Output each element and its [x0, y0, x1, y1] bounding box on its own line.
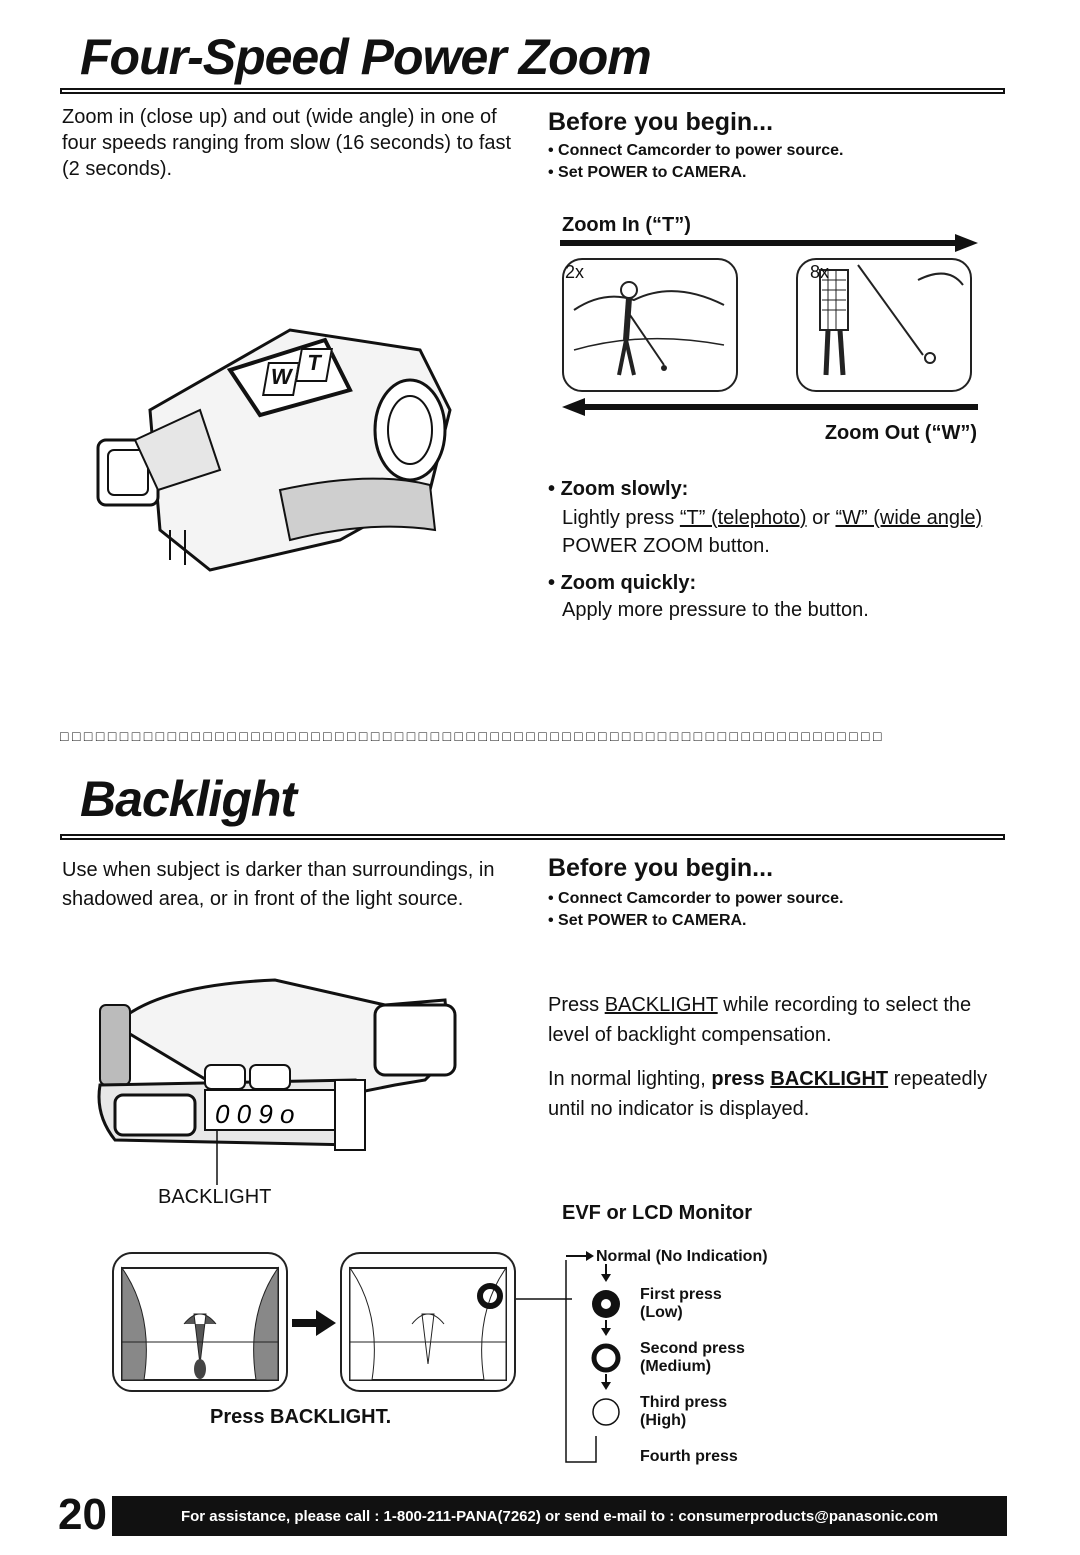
text-run: Lightly press: [562, 507, 680, 529]
press-sequence-diagram: [516, 1251, 621, 1463]
backlight-key-term: BACKLIGHT: [770, 1068, 889, 1090]
camcorder-side-illustration: 0 0 9 o: [97, 978, 457, 1185]
page-number: 20: [58, 1490, 107, 1539]
backlight-instruction-1: Press BACKLIGHT while recording to selec…: [548, 990, 993, 1050]
zoom-slowly-label: Zoom slowly:: [560, 478, 689, 500]
section-separator: □□□□□□□□□□□□□□□□□□□□□□□□□□□□□□□□□□□□□□□□…: [60, 728, 885, 744]
zoom-w-button: W: [262, 362, 300, 396]
text-run: press: [711, 1068, 771, 1090]
zoom-slowly-heading: • Zoom slowly:: [548, 478, 689, 500]
zoom-quickly-text: Apply more pressure to the button.: [562, 599, 869, 621]
compensated-scene-illustration: [349, 1266, 507, 1381]
text-run: Press: [548, 994, 605, 1016]
zoom-intro: Zoom in (close up) and out (wide angle) …: [62, 106, 512, 180]
press-backlight-caption: Press BACKLIGHT.: [210, 1406, 392, 1428]
zoom-in-label: Zoom In (“T”): [562, 214, 691, 236]
sequence-level: (Low): [640, 1304, 683, 1321]
sequence-level: (High): [640, 1412, 687, 1429]
zoom-tele-frame: [796, 258, 972, 392]
scene-after-frame: [340, 1252, 516, 1392]
title-rule: [60, 88, 1005, 94]
zoom-2x-tag: 2x: [565, 262, 585, 282]
zoom-in-arrow: [560, 234, 978, 252]
sequence-fourth: Fourth press: [640, 1448, 738, 1465]
backlight-instruction-2: In normal lighting, press BACKLIGHT repe…: [548, 1064, 993, 1124]
list-item: Connect Camcorder to power source.: [548, 888, 843, 910]
assistance-bar: For assistance, please call : 1-800-211-…: [112, 1496, 1007, 1536]
sequence-level: (Medium): [640, 1358, 712, 1375]
text-run: In normal lighting,: [548, 1068, 712, 1090]
backlight-intro: Use when subject is darker than surround…: [62, 859, 495, 910]
text-run: repeatedly until no indicator is display…: [548, 1068, 988, 1120]
backlight-before-heading: Before you begin...: [548, 854, 774, 882]
sequence-normal: Normal (No Indication): [596, 1248, 768, 1265]
list-item: Connect Camcorder to power source.: [548, 140, 843, 162]
zoom-8x-tag: 8x: [810, 262, 830, 282]
zoom-wide-frame: [562, 258, 738, 392]
backlight-before-list: Connect Camcorder to power source. Set P…: [548, 888, 843, 932]
golfer-tele-illustration: [819, 264, 964, 376]
scene-before-frame: [112, 1252, 288, 1392]
backlit-scene-illustration: [121, 1266, 279, 1381]
list-item: Set POWER to CAMERA.: [548, 910, 843, 932]
svg-text:0 0 9 o: 0 0 9 o: [215, 1099, 295, 1129]
zoom-before-heading: Before you begin...: [548, 108, 774, 136]
zoom-before-list: Connect Camcorder to power source. Set P…: [548, 140, 843, 184]
sequence-step: Third press: [640, 1394, 728, 1411]
zoom-title: Four-Speed Power Zoom: [80, 29, 652, 85]
monitor-label: EVF or LCD Monitor: [562, 1202, 752, 1224]
zoom-slowly-text: Lightly press “T” (telephoto) or “W” (wi…: [562, 504, 992, 560]
sequence-step: First press: [640, 1286, 722, 1303]
sequence-first: First press(Low): [640, 1286, 722, 1322]
telephoto-term: “T” (telephoto): [679, 507, 807, 529]
zoom-quickly-heading: • Zoom quickly:: [548, 572, 697, 594]
sequence-third: Third press(High): [640, 1394, 727, 1430]
golfer-wide-illustration: [573, 281, 725, 376]
backlight-button-label: BACKLIGHT: [158, 1186, 272, 1208]
text-run: POWER ZOOM button.: [562, 535, 770, 557]
zoom-quickly-label: Zoom quickly:: [560, 572, 697, 594]
text-run: while recording to select the level of b…: [548, 994, 972, 1046]
zoom-t-button: T: [295, 348, 333, 382]
camcorder-top-illustration: [96, 328, 452, 572]
zoom-out-arrow: [562, 398, 978, 416]
backlight-title: Backlight: [80, 771, 297, 827]
right-arrow-icon: [292, 1310, 336, 1336]
text-run: or: [806, 507, 836, 529]
sequence-step: Second press: [640, 1340, 745, 1357]
sequence-second: Second press(Medium): [640, 1340, 745, 1376]
wide-angle-term: “W” (wide angle): [835, 507, 983, 529]
backlight-key-term: BACKLIGHT: [604, 994, 718, 1016]
zoom-out-label: Zoom Out (“W”): [824, 422, 977, 444]
list-item: Set POWER to CAMERA.: [548, 162, 843, 184]
title-rule: [60, 834, 1005, 840]
